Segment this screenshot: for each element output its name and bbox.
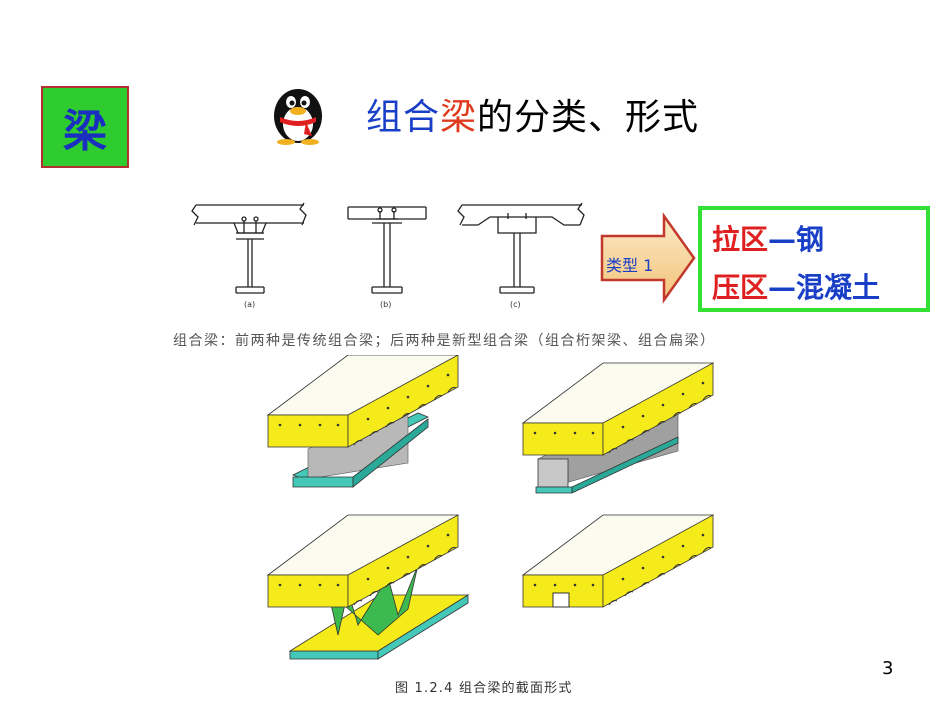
compression-zone-line: 压区—混凝土 <box>712 271 881 304</box>
classification-box: 拉区—钢 压区—混凝土 <box>698 206 930 312</box>
arrow-label: 类型 1 <box>606 256 654 275</box>
type-arrow <box>600 212 696 304</box>
tension-zone-line: 拉区—钢 <box>712 223 825 256</box>
topic-badge: 梁 <box>41 86 129 168</box>
figure-caption: 图 1.2.4 组合梁的截面形式 <box>395 681 573 696</box>
cross-section-drawings: (a) (b) (c) <box>191 202 585 309</box>
page-number: 3 <box>882 658 894 679</box>
beam-1 <box>267 355 459 488</box>
section-b <box>347 206 427 294</box>
label-c: (c) <box>510 300 521 309</box>
title-part3: 的分类、形式 <box>477 97 700 138</box>
slide-title: 组合梁的分类、形式 <box>366 88 699 140</box>
title-part1: 组合 <box>366 97 441 138</box>
label-a: (a) <box>244 300 255 309</box>
title-part2: 梁 <box>440 97 478 138</box>
beam-3 <box>267 514 470 660</box>
penguin-icon <box>274 89 322 145</box>
label-b: (b) <box>380 300 391 309</box>
section-a <box>191 202 307 294</box>
section-c <box>457 202 585 294</box>
beam-illustrations <box>267 355 714 660</box>
beam-4 <box>522 514 714 608</box>
beam-2 <box>522 362 714 494</box>
caption-classification: 组合梁：前两种是传统组合梁；后两种是新型组合梁（组合桁架梁、组合扁梁） <box>173 333 716 349</box>
